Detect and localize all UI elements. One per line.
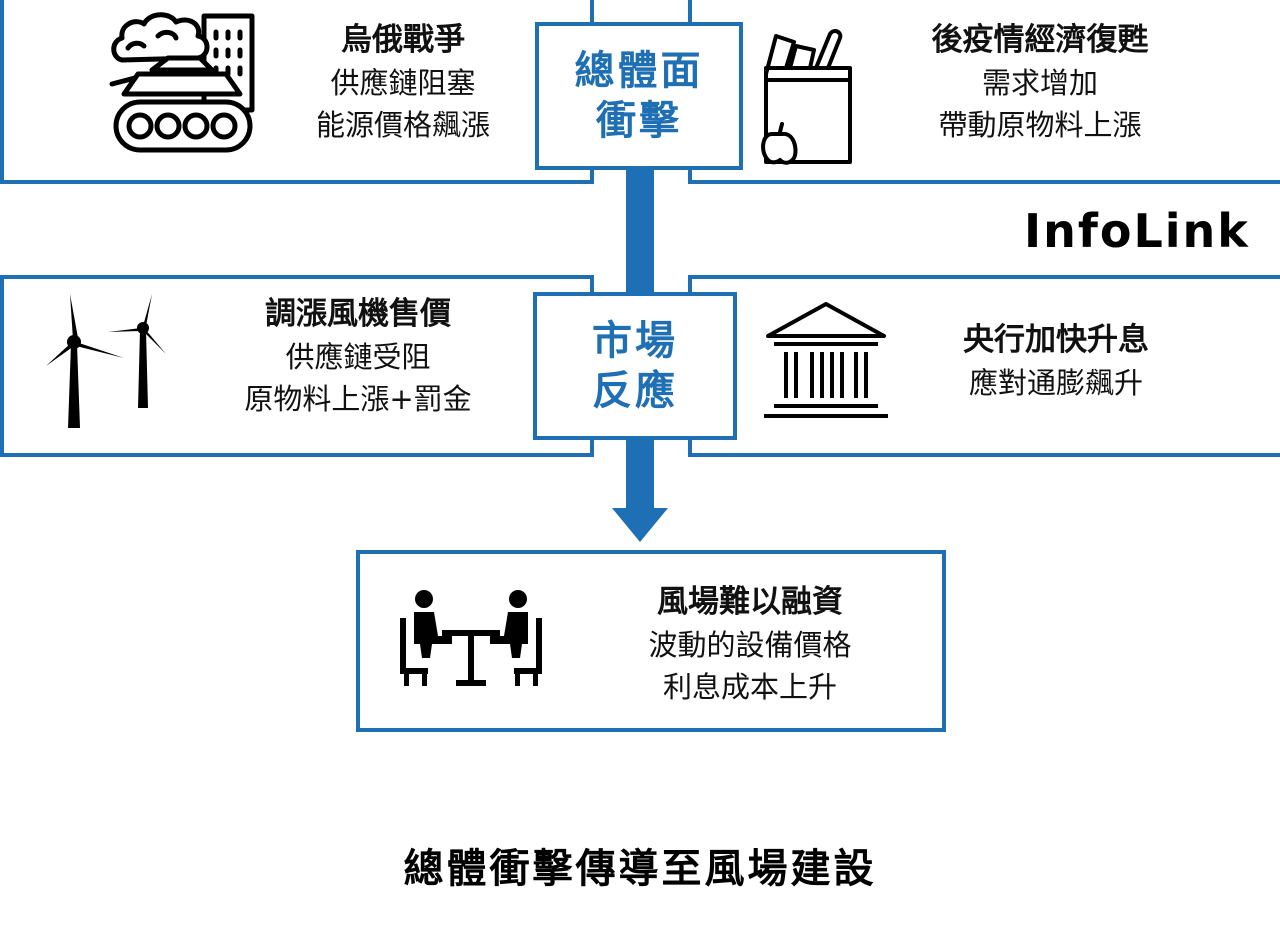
- recovery-line-2: 帶動原物料上漲: [938, 108, 1142, 142]
- financing-title: 風場難以融資: [657, 584, 843, 620]
- central-bank-title: 央行加快升息: [963, 322, 1149, 358]
- war-text: 烏俄戰爭 供應鏈阻塞 能源價格飆漲: [268, 18, 538, 146]
- financing-line-2: 利息成本上升: [662, 670, 837, 704]
- war-title: 烏俄戰爭: [341, 22, 465, 58]
- financing-line-1: 波動的設備價格: [648, 628, 852, 662]
- diagram-caption: 總體衝擊傳導至風場建設: [403, 846, 877, 892]
- macro-label-line-2: 衝擊: [596, 98, 682, 144]
- recovery-title: 後疫情經濟復甦: [931, 22, 1149, 58]
- brand-logo: InfoLink: [1024, 204, 1250, 258]
- grocery-bag-icon: [761, 29, 852, 165]
- turbine-line-2: 原物料上漲+罰金: [244, 382, 472, 416]
- bank-building-icon: [764, 302, 888, 418]
- war-line-2: 能源價格飆漲: [315, 108, 490, 142]
- recovery-text: 後疫情經濟復甦 需求增加 帶動原物料上漲: [880, 18, 1200, 146]
- turbine-line-1: 供應鏈受阻: [285, 340, 431, 374]
- wind-turbine-icon: [46, 294, 166, 428]
- meeting-people-icon: [400, 590, 542, 686]
- financing-text: 風場難以融資 波動的設備價格 利息成本上升: [600, 580, 900, 708]
- label-market-reaction: 市場 反應: [533, 292, 737, 440]
- recovery-line-1: 需求增加: [981, 66, 1098, 100]
- flow-arrow-head: [612, 508, 668, 542]
- turbine-title: 調漲風機售價: [265, 296, 451, 332]
- war-line-1: 供應鏈阻塞: [330, 66, 476, 100]
- turbine-text: 調漲風機售價 供應鏈受阻 原物料上漲+罰金: [208, 292, 508, 420]
- market-label-line-1: 市場: [592, 318, 678, 364]
- tank-icon: [109, 12, 255, 153]
- central-bank-text: 央行加快升息 應對通膨飆升: [906, 318, 1206, 404]
- market-label-line-2: 反應: [592, 368, 678, 414]
- central-bank-line-1: 應對通膨飆升: [968, 366, 1143, 400]
- box-financing: [356, 550, 946, 732]
- box-turbine-price: [0, 275, 594, 457]
- label-macro-shock: 總體面 衝擊: [535, 22, 743, 170]
- macro-label-line-1: 總體面: [574, 48, 704, 94]
- box-war: [0, 0, 594, 184]
